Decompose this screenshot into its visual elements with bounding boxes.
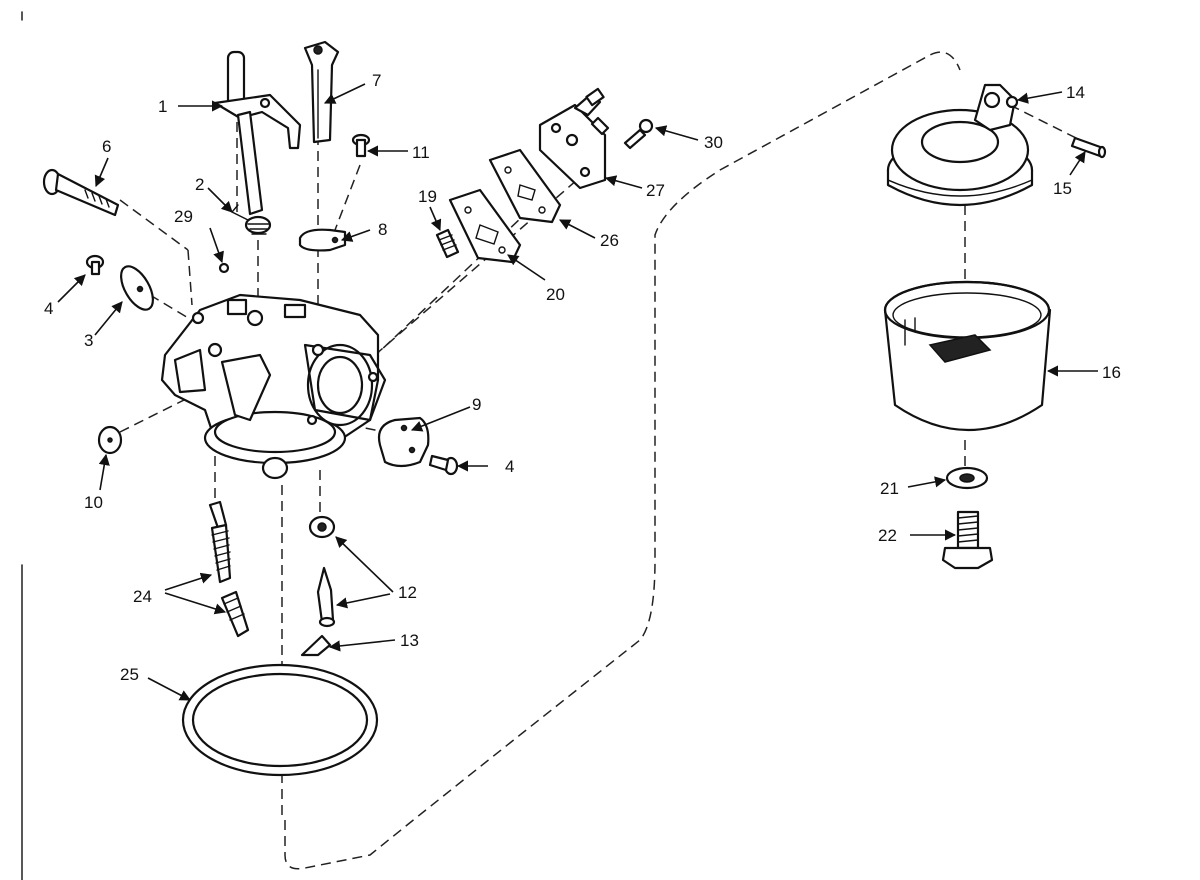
callout-2: 2 [195,175,204,194]
inlet-needle-seat-part-12 [308,515,336,628]
callout-12: 12 [398,583,417,602]
callout-16: 16 [1102,363,1121,382]
callout-25: 25 [120,665,139,684]
leader-arrows [57,83,1098,701]
callout-29: 29 [174,207,193,226]
callout-19: 19 [418,187,437,206]
spring-part-19 [435,228,460,259]
screw-part-11 [351,133,371,158]
ball-part-29 [218,262,230,274]
callout-22: 22 [878,526,897,545]
callout-9: 9 [472,395,481,414]
bolt-part-22 [941,510,994,570]
callout-30: 30 [704,133,723,152]
callout-labels: 1 2 3 4 4 6 7 8 9 10 11 12 13 14 15 16 1… [44,71,1121,684]
gasket-part-26 [488,148,562,224]
fuel-pump-cover-part-27 [538,87,610,190]
spring-part-2 [230,204,272,235]
callout-11: 11 [412,143,430,162]
choke-plate-part-8 [298,228,347,252]
washer-part-21 [945,466,989,490]
callout-13: 13 [400,631,419,650]
callout-3: 3 [84,331,93,350]
callout-4a: 4 [44,299,53,318]
float-part-14 [886,83,1034,206]
throttle-shaft-part-1 [213,50,302,216]
callout-1: 1 [158,97,167,116]
needle-spring-part-24 [208,500,250,638]
callout-24: 24 [133,587,152,606]
diaphragm-part-20 [448,188,522,264]
idle-screw-part-6 [42,168,120,217]
welch-plug-part-10 [97,425,123,455]
callout-10: 10 [84,493,103,512]
bowl-gasket-part-25 [181,663,379,777]
callout-7: 7 [372,71,381,90]
plate-part-9 [377,416,430,468]
screw-part-4-lower [428,454,459,476]
callout-27: 27 [646,181,665,200]
float-bowl-part-16 [883,280,1052,431]
float-pin-part-15 [1070,136,1107,159]
callout-26: 26 [600,231,619,250]
carburetor-body [160,293,387,480]
callout-8: 8 [378,220,387,239]
bowl-assembly-dashed-outline [284,51,961,870]
clip-part-13 [300,634,332,657]
throttle-plate-part-3 [120,265,154,311]
callout-14: 14 [1066,83,1085,102]
screw-part-4-upper [85,254,105,276]
callout-6: 6 [102,137,111,156]
callout-20: 20 [546,285,565,304]
callout-4b: 4 [505,457,514,476]
choke-shaft-part-7 [303,40,340,144]
screw-part-30 [623,118,654,150]
callout-15: 15 [1053,179,1072,198]
callout-21: 21 [880,479,899,498]
